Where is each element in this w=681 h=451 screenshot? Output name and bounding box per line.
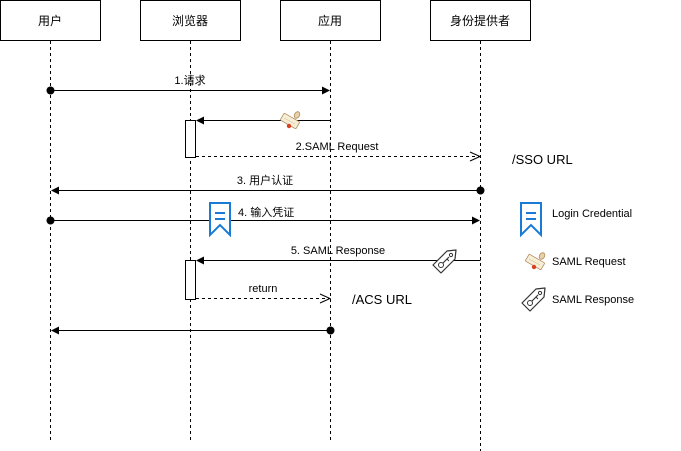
message-label: return xyxy=(249,283,278,295)
participant-label: 用户 xyxy=(38,13,62,28)
legend-item-saml-response: SAML Response xyxy=(521,287,634,312)
activation-browser-2 xyxy=(185,260,196,300)
participant-label: 应用 xyxy=(318,13,342,28)
participant-label: 身份提供者 xyxy=(450,13,510,28)
acs-url-annotation: /ACS URL xyxy=(352,292,412,307)
message-saml-request-redirect[interactable] xyxy=(196,110,331,130)
message-3-user-auth[interactable]: 3. 用户认证 xyxy=(51,173,485,195)
message-label: 3. 用户认证 xyxy=(237,173,293,187)
legend-item-saml-request: SAML Request xyxy=(524,251,626,271)
message-label: 2.SAML Request xyxy=(296,141,379,153)
saml-request-scroll-icon xyxy=(279,110,302,130)
participant-user[interactable]: 用户 xyxy=(0,0,101,41)
sso-url-annotation: /SSO URL xyxy=(512,152,573,167)
message-label: 5. SAML Response xyxy=(291,245,385,257)
legend: Login Credential SAML Request SAML Respo… xyxy=(520,202,634,312)
message-return[interactable]: return xyxy=(196,283,332,304)
message-label: 4. 输入凭证 xyxy=(238,205,294,219)
saml-response-tag-icon xyxy=(432,249,457,274)
legend-label: SAML Response xyxy=(552,294,634,306)
message-app-to-user[interactable] xyxy=(51,326,335,335)
participant-label: 浏览器 xyxy=(172,13,208,28)
message-1-request[interactable]: 1.请求 xyxy=(46,74,331,95)
login-credential-bookmark-icon xyxy=(209,202,231,236)
participant-browser[interactable]: 浏览器 xyxy=(140,0,241,41)
activation-browser-1 xyxy=(185,120,196,158)
message-4-input-credential[interactable]: 4. 输入凭证 xyxy=(46,202,481,236)
participant-app[interactable]: 应用 xyxy=(280,0,381,41)
legend-item-login-credential: Login Credential xyxy=(520,202,632,236)
participant-idp[interactable]: 身份提供者 xyxy=(430,0,531,41)
message-5-saml-response[interactable]: 5. SAML Response xyxy=(196,245,481,274)
login-credential-bookmark-icon xyxy=(520,202,542,236)
message-2-saml-request[interactable]: 2.SAML Request xyxy=(196,141,482,162)
message-label: 1.请求 xyxy=(174,74,205,87)
saml-request-scroll-icon xyxy=(524,251,547,271)
saml-response-tag-icon xyxy=(521,287,546,312)
legend-label: SAML Request xyxy=(552,256,626,268)
legend-label: Login Credential xyxy=(552,208,632,220)
